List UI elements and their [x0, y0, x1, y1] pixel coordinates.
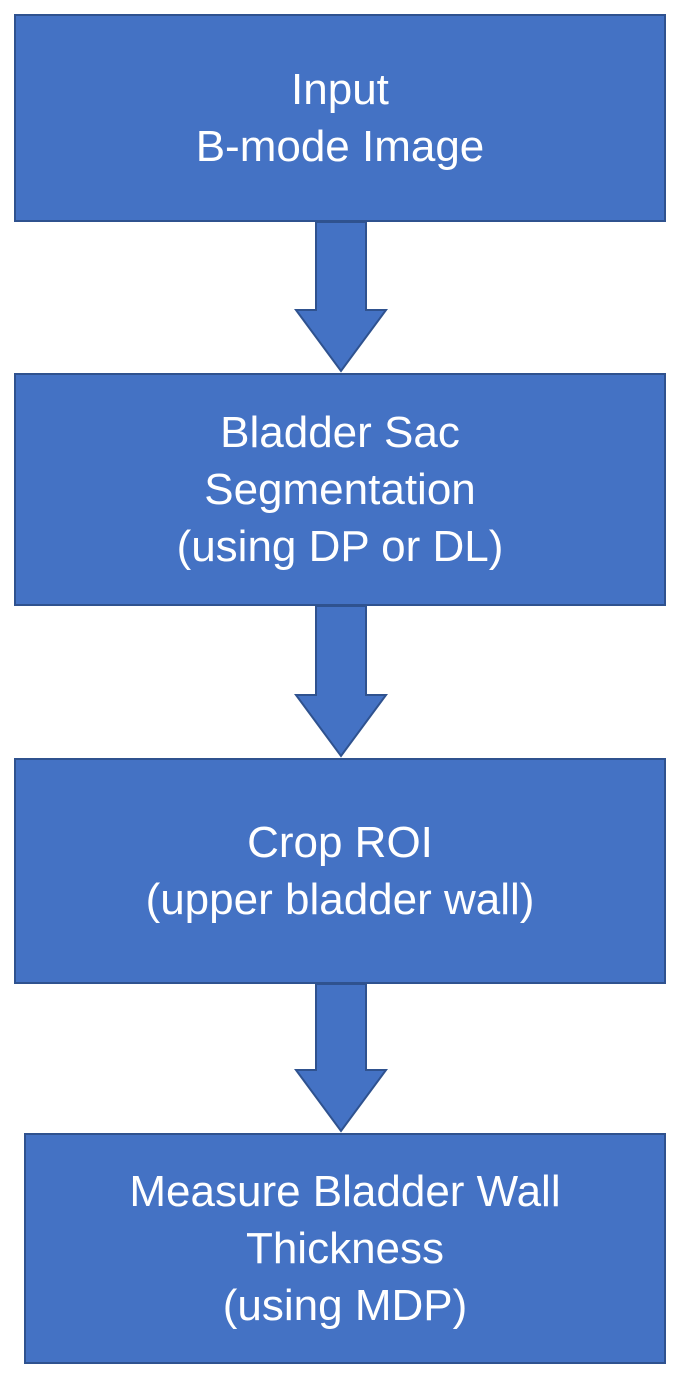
- step-bladder-sac-segmentation: Bladder Sac Segmentation (using DP or DL…: [14, 373, 666, 606]
- flow-arrow-1-shape: [294, 221, 388, 373]
- step-input-bmode-image: Input B-mode Image: [14, 14, 666, 222]
- flow-arrow-3: [294, 983, 388, 1133]
- step-4-line-1: Measure Bladder Wall: [129, 1166, 561, 1216]
- step-2-line-2: Segmentation: [204, 464, 476, 514]
- step-2-line-3: (using DP or DL): [176, 522, 504, 572]
- step-3-line-1: Crop ROI: [247, 817, 433, 867]
- step-crop-roi: Crop ROI (upper bladder wall): [14, 758, 666, 984]
- step-1-line-1: Input: [291, 64, 389, 114]
- flow-arrow-1: [294, 221, 388, 373]
- step-4-line-3: (using MDP): [222, 1281, 468, 1331]
- flow-arrow-2: [294, 605, 388, 758]
- flow-arrow-3-shape: [294, 983, 388, 1133]
- flow-arrow-2-shape: [294, 605, 388, 758]
- step-1-line-2: B-mode Image: [195, 122, 485, 171]
- step-2-line-1: Bladder Sac: [220, 407, 460, 457]
- step-4-line-2: Thickness: [245, 1223, 445, 1273]
- step-3-line-2: (upper bladder wall): [145, 875, 535, 924]
- step-measure-bladder-wall-thickness: Measure Bladder Wall Thickness (using MD…: [24, 1133, 666, 1364]
